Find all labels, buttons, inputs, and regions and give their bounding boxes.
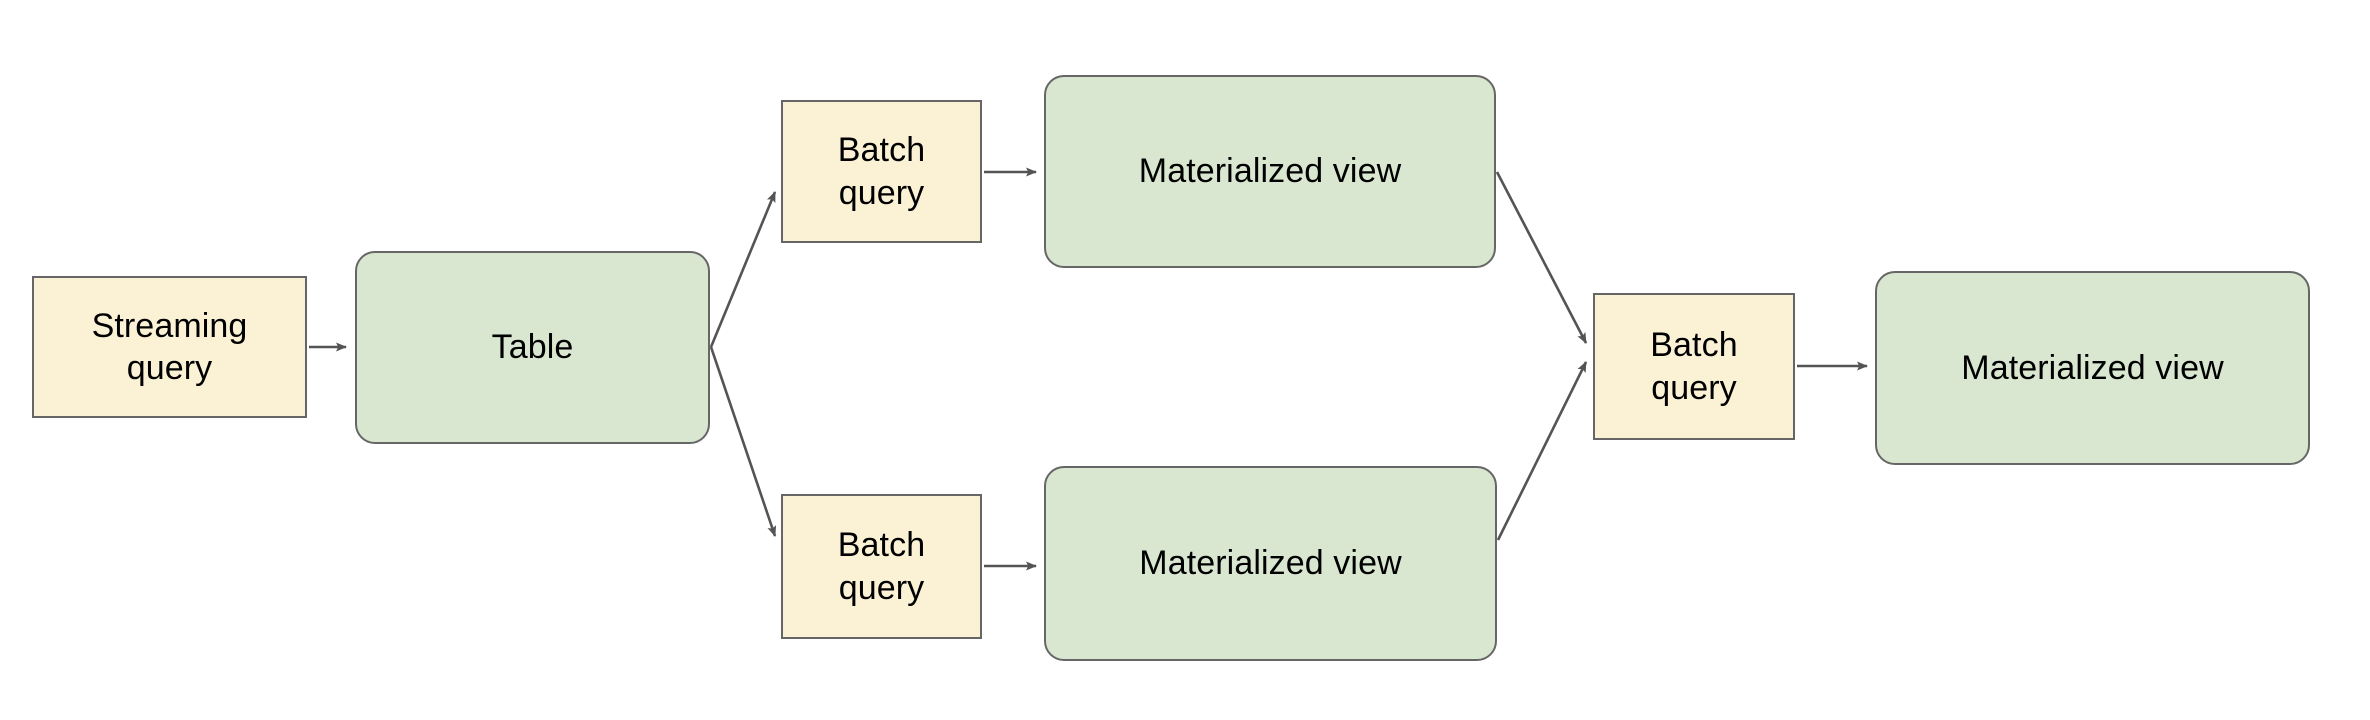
node-label: Batch query xyxy=(837,131,926,212)
node-batch-query-top[interactable]: Batch query xyxy=(781,100,982,243)
node-batch-query-bottom[interactable]: Batch query xyxy=(781,494,982,639)
edge-mv-top-to-merge xyxy=(1495,171,1588,344)
node-label: Materialized view xyxy=(1139,544,1402,583)
node-table[interactable]: Table xyxy=(355,251,710,444)
node-label: Streaming query xyxy=(91,306,248,388)
node-materialized-view-bottom[interactable]: Materialized view xyxy=(1044,466,1497,661)
node-batch-query-merge[interactable]: Batch query xyxy=(1593,293,1795,440)
edge-mv-bottom-to-merge xyxy=(1496,361,1588,541)
edge-table-to-batch-bottom xyxy=(709,346,777,537)
node-label: Batch query xyxy=(1650,326,1738,407)
node-label: Materialized view xyxy=(1138,152,1402,191)
node-materialized-view-top[interactable]: Materialized view xyxy=(1044,75,1496,268)
node-label: Materialized view xyxy=(1961,348,2224,387)
edge-table-to-batch-top xyxy=(709,191,777,348)
node-materialized-view-final[interactable]: Materialized view xyxy=(1875,271,2310,465)
node-label: Batch query xyxy=(837,526,926,607)
node-label: Table xyxy=(491,328,574,367)
node-streaming-query[interactable]: Streaming query xyxy=(32,276,307,418)
